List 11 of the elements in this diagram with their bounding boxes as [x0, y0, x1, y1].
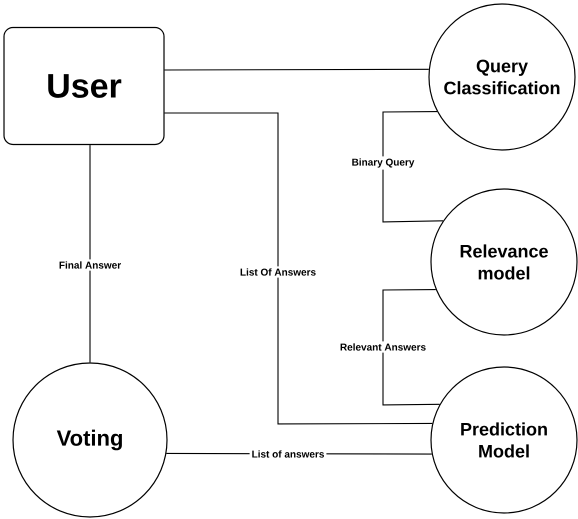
edge-label: List of answers — [250, 448, 326, 460]
edge-label: List Of Answers — [238, 266, 318, 278]
connector-line — [89, 145, 91, 362]
connector-line — [164, 112, 432, 425]
edge-label: Binary Query — [350, 156, 416, 170]
user-box: User — [3, 26, 165, 146]
edge-label: Final Answer — [56, 259, 124, 271]
connector-line — [382, 289, 440, 406]
edge-label: Relevant Answers — [338, 341, 428, 353]
connector-line — [382, 111, 443, 223]
connector-line — [164, 68, 429, 71]
